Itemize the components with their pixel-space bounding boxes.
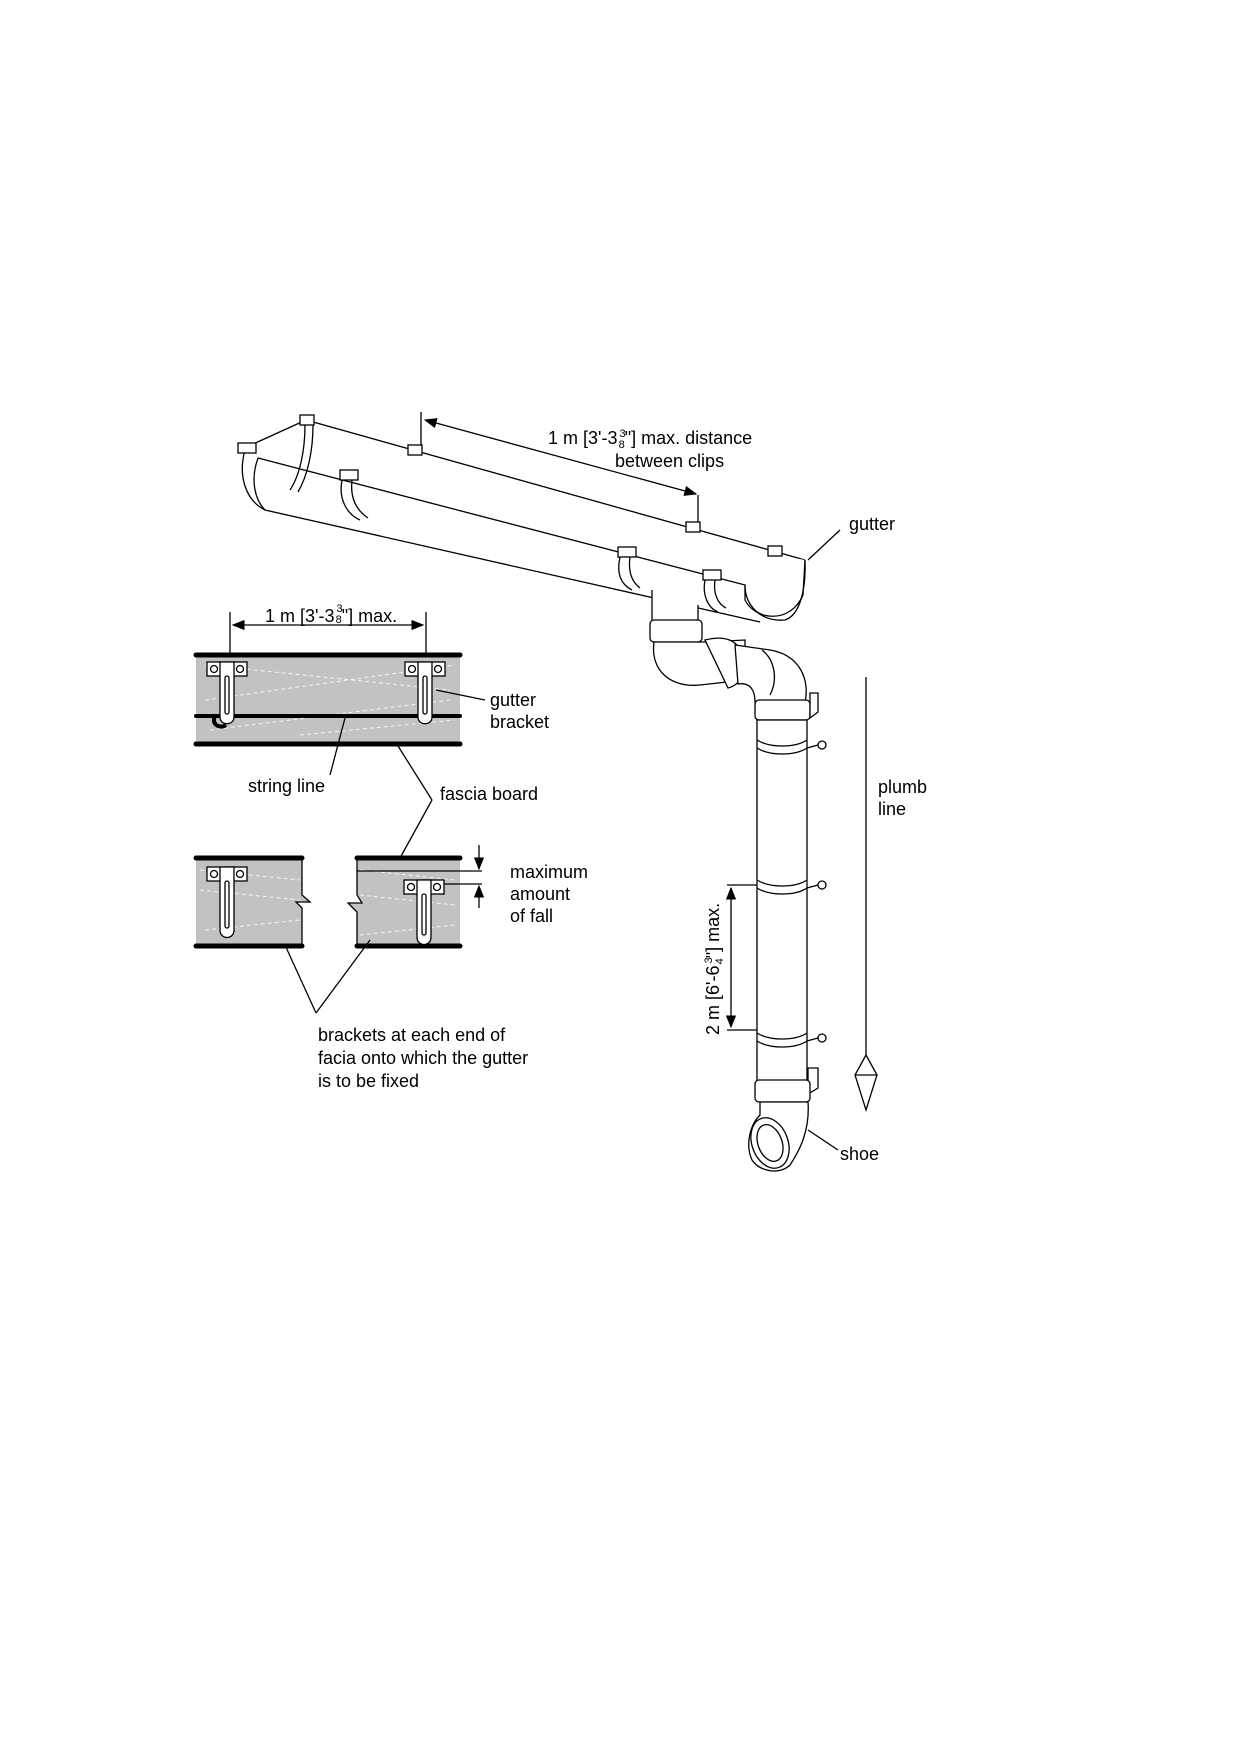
gutter-clip xyxy=(617,546,641,591)
max-fall-label-line2: amount xyxy=(510,884,570,904)
plumb-line-label: plumb xyxy=(878,777,927,797)
gutter-bracket-label-line2: bracket xyxy=(490,712,549,732)
end-brackets-label: brackets at each end of xyxy=(318,1025,506,1045)
max-fall-label: maximum xyxy=(510,862,588,882)
pipe-clip-dimension xyxy=(725,884,757,1031)
clip-distance-dimension xyxy=(420,412,699,522)
gutter-clip xyxy=(339,469,369,521)
end-brackets-label-line2: facia onto which the gutter xyxy=(318,1048,528,1068)
gutter-clip xyxy=(767,545,783,557)
gutter-leader xyxy=(807,529,841,561)
end-brackets-leaders xyxy=(284,939,371,1014)
clip-distance-label-line2: between clips xyxy=(615,451,724,471)
pipe-clip-distance-label: 2 m [6'-634"] max. xyxy=(703,903,726,1035)
fascia-board-top xyxy=(193,612,486,859)
gutter-bracket xyxy=(206,661,248,729)
fascia-board-label: fascia board xyxy=(440,784,538,804)
plumb-line xyxy=(854,677,878,1113)
downpipe xyxy=(649,590,839,1172)
gutter-clip xyxy=(702,569,727,613)
gutter-clip xyxy=(237,442,257,454)
plumb-line-label-line2: line xyxy=(878,799,906,819)
string-line-label: string line xyxy=(248,776,325,796)
fascia-board-end-left xyxy=(193,855,312,949)
fascia-board-end-right xyxy=(346,845,485,949)
gutter-clip xyxy=(685,521,701,533)
gutter-bracket xyxy=(404,661,446,725)
gutter-bracket-label: gutter xyxy=(490,690,536,710)
gutter-clip xyxy=(407,444,423,456)
gutter-label: gutter xyxy=(849,514,895,534)
gutter-run xyxy=(237,414,841,623)
end-brackets-label-line3: is to be fixed xyxy=(318,1071,419,1091)
gutter-clip xyxy=(289,414,315,493)
shoe-label: shoe xyxy=(840,1144,879,1164)
max-fall-label-line3: of fall xyxy=(510,906,553,926)
